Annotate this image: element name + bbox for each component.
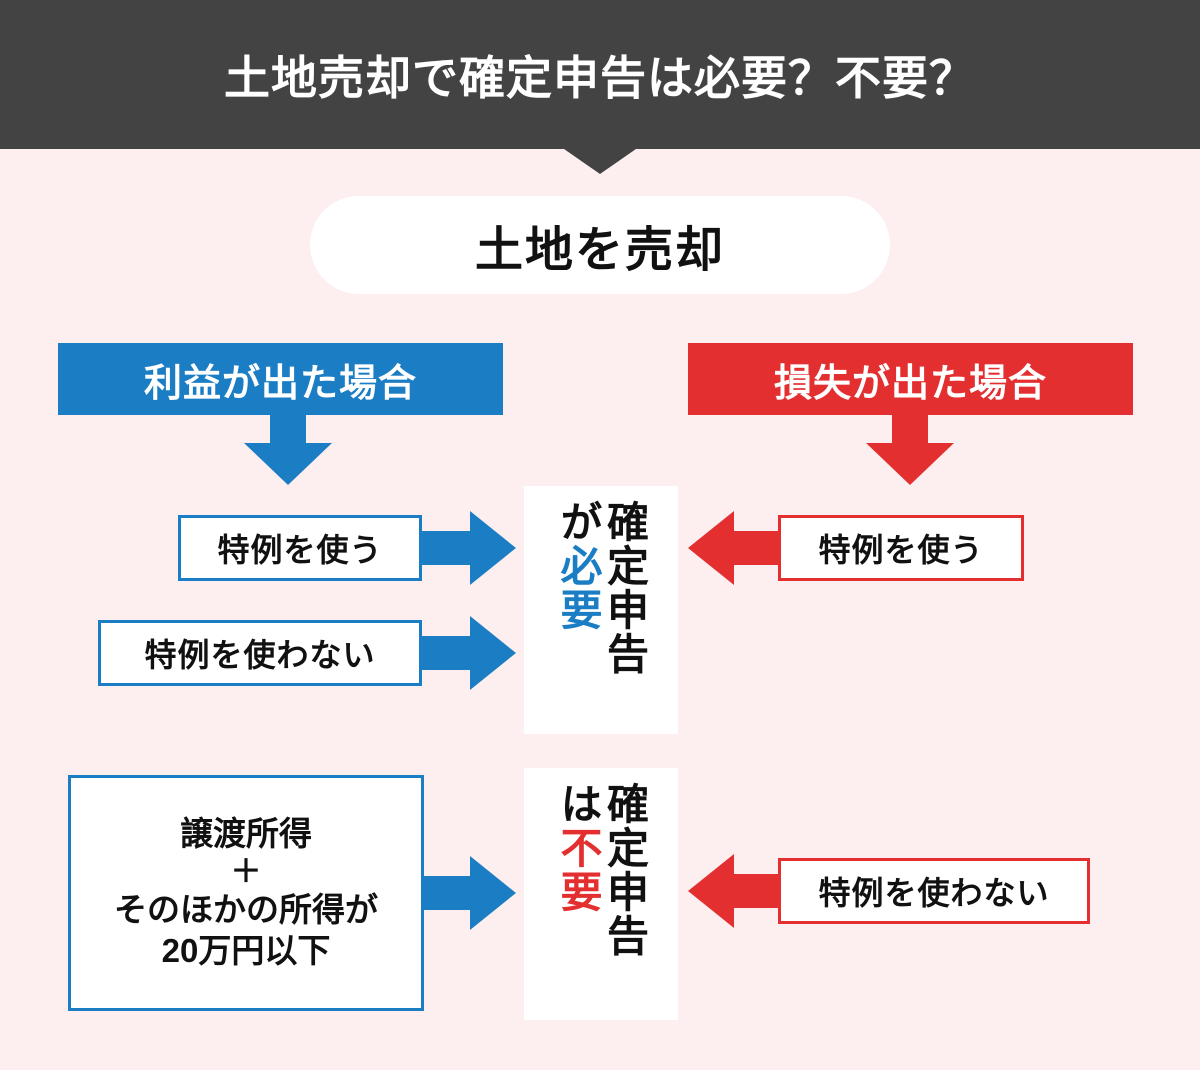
result-required-sub: が必要 (555, 500, 602, 632)
result-notrequired-particle: は (555, 782, 602, 826)
result-required-emphasis: 必要 (555, 544, 602, 632)
result-filing-not-required: 確定申告 は不要 (524, 768, 678, 1020)
branch-banner-profit: 利益が出た場合 (58, 343, 503, 415)
arrow-down-icon-loss (866, 415, 954, 485)
arrow-left-icon-loss-1 (688, 511, 780, 585)
arrow-head (244, 443, 332, 485)
arrow-head (470, 856, 516, 930)
arrow-head (866, 443, 954, 485)
branch-banner-loss-label: 損失が出た場合 (773, 362, 1047, 405)
result-notrequired-sub: は不要 (555, 782, 602, 914)
arrow-shaft (422, 531, 472, 565)
threshold-box-profit: 譲渡所得 ＋ そのほかの所得が 20万円以下 (68, 775, 424, 1011)
arrow-head (688, 511, 734, 585)
result-notrequired-emphasis: 不要 (555, 826, 602, 914)
threshold-line-3: そのほかの所得が (114, 890, 378, 928)
arrow-shaft (732, 874, 780, 908)
option-label: 特例を使わない (144, 637, 376, 673)
result-required-particle: が (555, 500, 602, 544)
start-node-label: 土地を売却 (474, 224, 725, 277)
triangle-down-icon (564, 149, 636, 174)
arrow-down-icon-profit (244, 415, 332, 485)
arrow-shaft (424, 876, 472, 910)
arrow-head (688, 854, 734, 928)
arrow-left-icon-loss-2 (688, 854, 780, 928)
option-label: 特例を使う (818, 532, 984, 568)
option-loss-use-special: 特例を使う (778, 515, 1024, 581)
arrow-shaft (732, 531, 780, 565)
result-filing-required: 確定申告 が必要 (524, 486, 678, 734)
result-required-main: 確定申告 (601, 500, 649, 676)
threshold-line-4: 20万円以下 (161, 931, 331, 969)
arrow-shaft (892, 415, 928, 445)
option-profit-use-special: 特例を使う (178, 515, 422, 581)
arrow-right-icon-profit-3 (424, 856, 516, 930)
arrow-shaft (270, 415, 306, 445)
threshold-line-1: 譲渡所得 (180, 815, 312, 853)
option-label: 特例を使う (217, 532, 383, 568)
arrow-head (470, 616, 516, 690)
page-title: 土地売却で確定申告は必要？不要？ (224, 51, 976, 104)
branch-banner-profit-label: 利益が出た場合 (143, 362, 417, 405)
arrow-right-icon-profit-2 (422, 616, 516, 690)
option-loss-no-special: 特例を使わない (778, 858, 1090, 924)
header-bar: 土地売却で確定申告は必要？不要？ (0, 0, 1200, 149)
arrow-shaft (422, 636, 472, 670)
option-profit-no-special: 特例を使わない (98, 620, 422, 686)
option-label: 特例を使わない (818, 875, 1050, 911)
branch-banner-loss: 損失が出た場合 (688, 343, 1133, 415)
result-notrequired-main: 確定申告 (601, 782, 649, 958)
arrow-head (470, 511, 516, 585)
start-node: 土地を売却 (310, 196, 890, 294)
arrow-right-icon-profit-1 (422, 511, 516, 585)
threshold-line-2: ＋ (230, 854, 262, 890)
